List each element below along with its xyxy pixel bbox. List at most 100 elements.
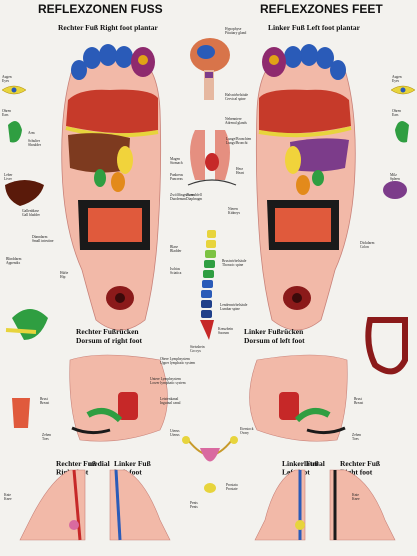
right-adrenal-zone	[117, 146, 133, 174]
lung-right-illustration	[215, 130, 230, 180]
center-anatomy	[182, 38, 238, 493]
heart-illustration	[205, 153, 219, 171]
medial-label: medial	[88, 459, 110, 468]
ovary-right-illustration	[230, 436, 238, 444]
title-left-dorsum-en: Dorsum of left foot	[244, 336, 305, 345]
left-pituitary-zone	[269, 55, 279, 65]
right-foot-plantar	[61, 44, 162, 331]
neck-illustration	[204, 70, 214, 100]
left-adrenal-zone	[285, 146, 301, 174]
medial-spine-line	[72, 469, 82, 541]
pancreas-icon	[5, 328, 37, 334]
uterus-illustration	[200, 448, 220, 462]
left-small-intestine-zone	[275, 208, 331, 242]
spine-illustration	[200, 230, 216, 340]
left-heel-core	[292, 293, 302, 303]
lateral-ovary-zone	[295, 520, 305, 530]
right-gallbladder-zone	[94, 169, 106, 187]
left-dorsum-breast-zone	[294, 408, 331, 423]
right-dorsum-foot	[69, 354, 168, 442]
right-toe-4	[83, 47, 101, 69]
medial-uterus-zone	[69, 520, 79, 530]
ear-icon	[8, 121, 22, 143]
left-spleen-zone	[312, 170, 324, 186]
thyroid-illustration	[205, 72, 213, 78]
right-heel-core	[115, 293, 125, 303]
right-dorsum-breast-zone	[86, 408, 123, 423]
lung-left-illustration	[190, 130, 205, 180]
title-right: REFLEXZONES FEET	[260, 2, 383, 16]
left-kidney-zone	[296, 175, 310, 195]
left-lung-zone	[259, 89, 351, 134]
left-foot-plantar	[255, 44, 356, 331]
medial-feet	[19, 469, 171, 541]
right-dorsum-lymph-zone	[118, 392, 138, 420]
right-toe-2	[115, 46, 133, 68]
left-toe-4	[316, 47, 334, 69]
ear-icon-right	[395, 121, 409, 143]
label-arm: Arm	[28, 131, 35, 135]
right-dorsum-toes	[71, 426, 111, 435]
title-left: REFLEXZONEN FUSS	[38, 2, 163, 16]
spleen-icon	[383, 181, 407, 199]
diaphragm-illustration	[187, 179, 237, 186]
left-heart-spleen-zone	[290, 138, 349, 172]
title-left-dorsum-de: Linker Fußrücken	[244, 327, 304, 336]
title-right-dorsum-de: Rechter Fußrücken	[76, 327, 139, 336]
side-organs	[1, 85, 416, 428]
lateral-label: lateral	[304, 459, 325, 468]
left-dorsum-lymph-zone	[279, 392, 299, 420]
prostate-illustration	[204, 483, 216, 493]
title-right-dorsum-en: Dorsum of right foot	[76, 336, 143, 345]
stomach-icon	[12, 309, 48, 340]
right-pituitary-zone	[138, 55, 148, 65]
left-toe-3	[300, 44, 318, 66]
spine-small-icon	[12, 398, 30, 428]
subtitle-right-plantar: Rechter Fuß Right foot plantar	[58, 23, 159, 32]
left-diaphragm-line	[258, 126, 352, 138]
colon-icon	[365, 317, 408, 375]
left-toe-2	[284, 46, 302, 68]
right-small-intestine-zone	[88, 208, 142, 242]
lateral-feet	[254, 469, 396, 541]
brain-inner	[197, 45, 215, 59]
right-liver-zone	[68, 133, 130, 173]
ovary-left-illustration	[182, 436, 190, 444]
